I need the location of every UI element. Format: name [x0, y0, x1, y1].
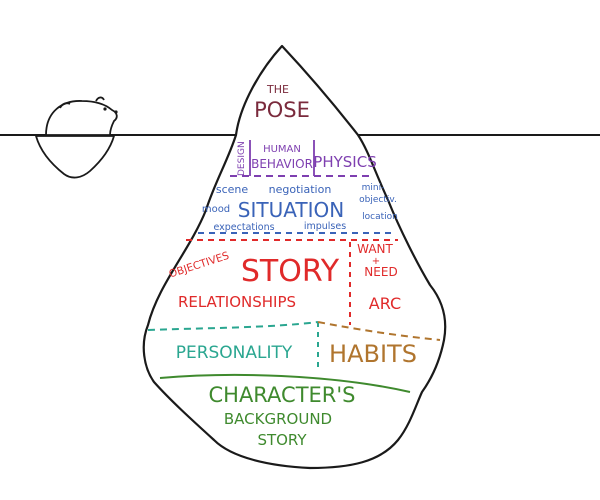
mini-label: mini-: [362, 183, 385, 193]
negotiation-label: negotiation: [269, 183, 332, 196]
divider-teal: [147, 321, 319, 331]
pose-the-label: THE: [266, 83, 289, 96]
behavior-label: BEHAVIOR: [251, 157, 313, 171]
habits-label: HABITS: [329, 340, 417, 368]
mood-label: mood: [202, 204, 230, 215]
arc-label: ARC: [369, 294, 401, 313]
objectiv-label: objectiv.: [359, 195, 397, 205]
iceberg-outline: [142, 44, 447, 470]
divider-green: [159, 373, 411, 393]
physics-label: PHYSICS: [313, 153, 376, 171]
want-label: WANT: [357, 242, 393, 256]
personality-label: PERSONALITY: [176, 343, 293, 363]
impulses-label: impulses: [304, 221, 346, 232]
characters-label: CHARACTER'S: [208, 383, 355, 407]
polar-bear-icon: [35, 96, 118, 179]
story-background-label: STORY: [257, 431, 307, 449]
plus-label: +: [372, 256, 380, 267]
location-label: location: [362, 212, 398, 222]
human-label: HUMAN: [263, 144, 301, 155]
divider-brown: [317, 321, 441, 341]
expectations-label: expectations: [213, 222, 274, 233]
need-label: NEED: [364, 265, 397, 279]
background-label: BACKGROUND: [224, 410, 332, 428]
relationships-label: RELATIONSHIPS: [178, 293, 296, 311]
situation-label: SITUATION: [238, 198, 344, 222]
pose-label: POSE: [254, 98, 310, 122]
scene-label: scene: [216, 183, 249, 196]
story-label: STORY: [241, 254, 340, 289]
design-label: DESIGN: [237, 141, 247, 176]
